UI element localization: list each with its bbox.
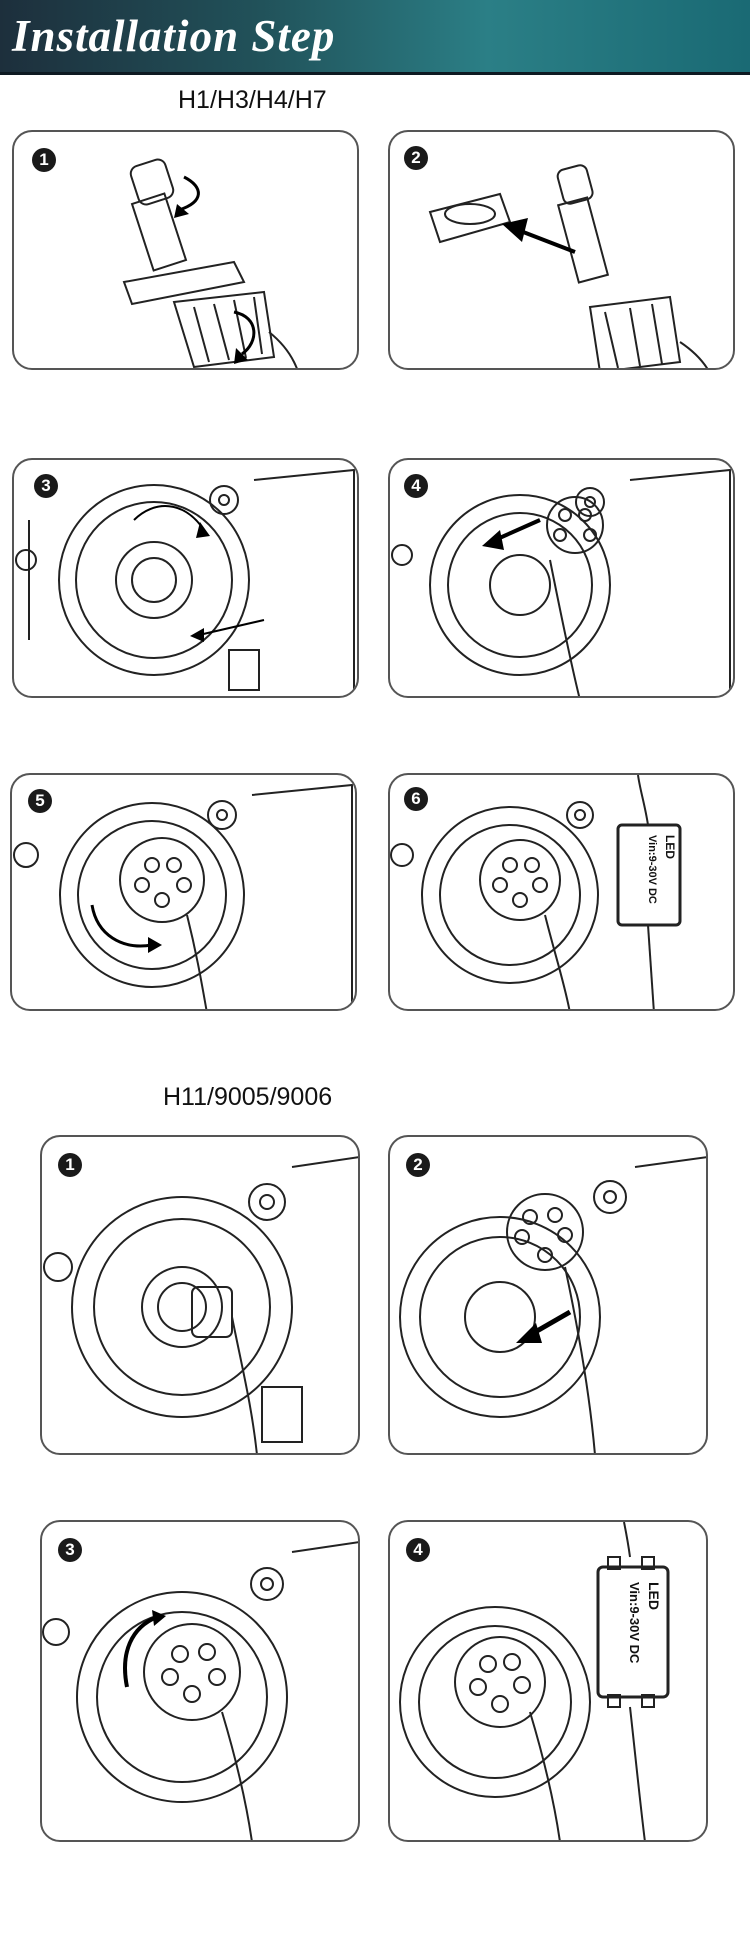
step-number-badge: 2 [404, 146, 428, 170]
driver-brand-label: LED [663, 835, 677, 859]
step-number-badge: 2 [406, 1153, 430, 1177]
step-number-badge: 6 [404, 787, 428, 811]
headlight-housing-illustration [43, 1156, 358, 1453]
step-number-badge: 5 [28, 789, 52, 813]
header-banner: Installation Step [0, 0, 750, 75]
step-panel-3: 3 [12, 458, 359, 698]
step-number-badge: 3 [34, 474, 58, 498]
step-panel-b3: 3 [40, 1520, 360, 1842]
headlight-housing-illustration [13, 783, 353, 1009]
step-number-badge: 4 [406, 1538, 430, 1562]
driver-spec-label: Vin:9-30V DC [646, 835, 658, 904]
step-number-badge: 1 [58, 1153, 82, 1177]
step-panel-b2: 2 [388, 1135, 708, 1455]
page-title: Installation Step [12, 11, 336, 61]
bulb-illustration [428, 164, 709, 368]
driver-spec-label: Vin:9-30V DC [627, 1582, 642, 1664]
headlight-housing-illustration [390, 775, 682, 1009]
section-title-h1-h3-h4-h7: H1/H3/H4/H7 [178, 86, 327, 114]
driver-brand-label: LED [646, 1582, 662, 1610]
step-panel-1: 1 [12, 130, 359, 370]
step-number-badge: 3 [58, 1538, 82, 1562]
step-number-badge: 4 [404, 474, 428, 498]
section-title-h11-9005-9006: H11/9005/9006 [163, 1083, 333, 1111]
headlight-housing-illustration [42, 1541, 358, 1840]
headlight-housing-illustration [399, 1156, 706, 1453]
headlight-housing-illustration [399, 1522, 670, 1840]
step-panel-4: 4 [388, 458, 735, 698]
headlight-housing-illustration [15, 468, 355, 696]
step-panel-6: 6 LED Vin:9-30V DC [388, 773, 735, 1011]
bulb-illustration [122, 158, 298, 368]
step-panel-b1: 1 [40, 1135, 360, 1455]
step-panel-5: 5 [10, 773, 357, 1011]
step-number-badge: 1 [32, 148, 56, 172]
step-panel-b4: 4 LED Vin:9-30V DC [388, 1520, 708, 1842]
headlight-housing-illustration [391, 468, 731, 696]
step-panel-2: 2 [388, 130, 735, 370]
